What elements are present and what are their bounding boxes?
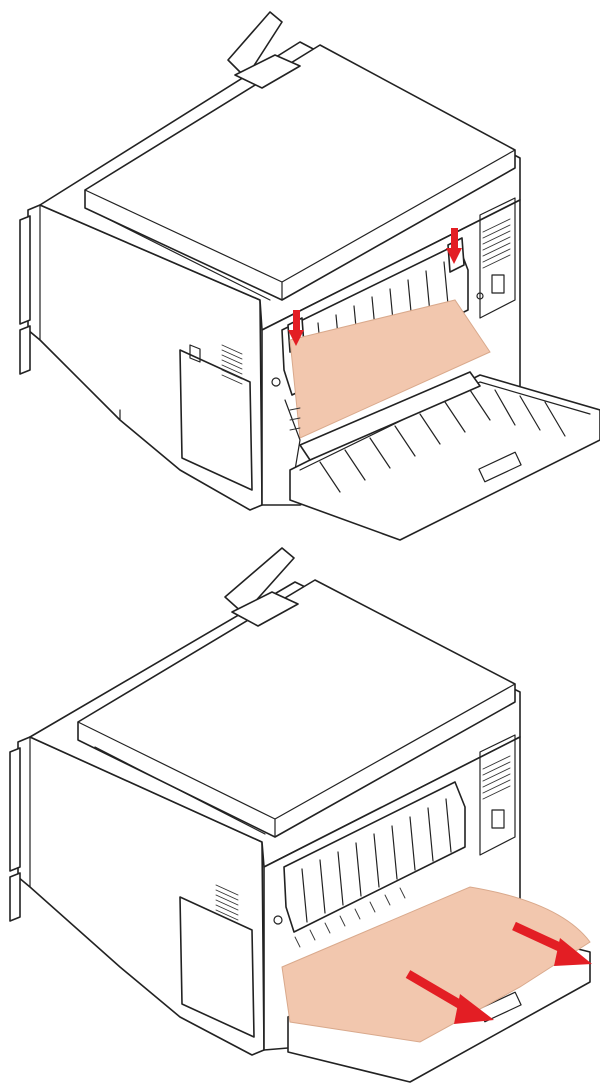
scanner-lid	[84, 44, 516, 301]
fuser-unit	[283, 781, 466, 933]
red-arrow-icon	[446, 228, 462, 264]
jammed-paper	[289, 299, 491, 439]
side-door-panel	[179, 896, 255, 1038]
side-door-panel	[179, 349, 253, 491]
red-arrow-icon	[405, 970, 494, 1024]
side-vent	[221, 344, 243, 385]
scanner-lid	[77, 579, 516, 838]
step-2-illustration	[0, 542, 600, 1084]
rear-vent	[482, 218, 511, 269]
red-arrow-icon	[288, 310, 304, 346]
printer-rear-open-illustration	[9, 547, 592, 1083]
rear-door-open	[289, 374, 600, 541]
jammed-paper	[281, 886, 591, 1043]
side-vent	[215, 884, 239, 921]
rear-door-ribs	[319, 389, 566, 493]
printer-rear-open-illustration	[19, 11, 600, 541]
step-1-illustration	[19, 11, 600, 541]
rear-vent	[482, 755, 511, 800]
red-arrow-icon	[512, 921, 592, 966]
fuser-ribs	[301, 798, 452, 923]
